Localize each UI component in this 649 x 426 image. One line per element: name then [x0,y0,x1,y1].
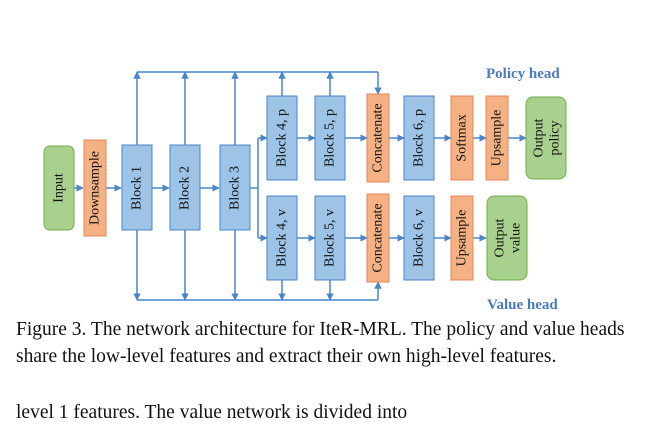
block-5p-label: Block 5, p [323,109,338,167]
upsample-p-label: Upsample [490,110,505,167]
output-value-node: Output value [486,195,528,281]
output-value-label-1: Output [493,218,508,257]
block-1-node: Block 1 [121,144,153,231]
upsample-v-node: Upsample [450,195,474,281]
concatenate-p-label: Concatenate [371,103,386,172]
block-6v-node: Block 6, v [403,195,435,281]
connector-lines [74,71,527,301]
concatenate-v-node: Concatenate [366,193,390,283]
block-3-node: Block 3 [219,144,251,231]
concatenate-v-label: Concatenate [371,203,386,272]
figure-caption: Figure 3. The network architecture for I… [16,319,625,367]
block-4v-label: Block 4, v [275,209,290,267]
block-3-label: Block 3 [228,166,243,210]
output-policy-label-1: Output [532,118,547,157]
softmax-node: Softmax [450,95,474,181]
downsample-label: Downsample [88,151,103,225]
block-5v-label: Block 5, v [323,209,338,267]
downsample-node: Downsample [83,139,107,237]
softmax-label: Softmax [455,114,470,161]
input-label: Input [52,173,67,203]
policy-head-label: Policy head [486,66,560,82]
block-4v-node: Block 4, v [266,195,298,281]
output-policy-node: Output policy [525,96,567,180]
upsample-v-label: Upsample [455,210,470,267]
block-2-label: Block 2 [178,166,193,210]
block-6p-label: Block 6, p [412,109,427,167]
block-6p-node: Block 6, p [403,95,435,181]
block-5p-node: Block 5, p [314,95,346,181]
block-2-node: Block 2 [169,144,201,231]
block-6v-label: Block 6, v [412,209,427,267]
concatenate-p-node: Concatenate [366,93,390,183]
block-5v-node: Block 5, v [314,195,346,281]
input-node: Input [43,145,75,231]
upsample-p-node: Upsample [485,95,509,181]
architecture-diagram: Input Downsample Block 1 Block 2 Block 3… [43,66,567,313]
block-4p-node: Block 4, p [266,95,298,181]
output-policy-label-2: policy [548,121,563,156]
output-value-label-2: value [509,223,524,253]
block-1-label: Block 1 [130,166,145,210]
value-head-label: Value head [487,297,558,313]
block-4p-label: Block 4, p [275,109,290,167]
